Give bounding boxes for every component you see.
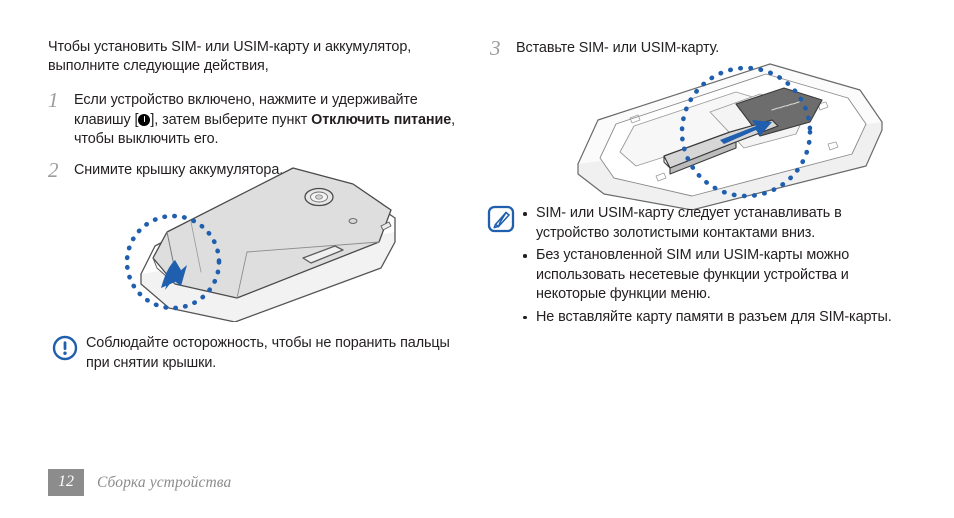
step1-bold-menu-item: Отключить питание: [311, 111, 452, 128]
caution-exclamation-icon: [52, 334, 86, 366]
step-item-2: 2 Снимите крышку аккумулятора.: [48, 157, 468, 182]
phone-back-cover-removal-illustration: [95, 162, 425, 327]
step-number: 2: [48, 157, 59, 182]
step-number: 3: [490, 36, 501, 60]
footer-section-title: Сборка устройства: [97, 473, 232, 491]
intro-paragraph: Чтобы установить SIM- или USIM-карту и а…: [48, 39, 412, 74]
note-pen-icon: [487, 204, 521, 238]
right-column: 3 Вставьте SIM- или USIM-карту.: [490, 38, 910, 69]
caution-callout: Соблюдайте осторожность, чтобы не порани…: [52, 334, 477, 373]
step-number: 1: [48, 88, 59, 112]
list-item: Без установленной SIM или USIM-карты мож…: [521, 246, 917, 305]
step1-text-before-key: Если устройство включено, нажмите и удер…: [74, 92, 418, 128]
list-item: Не вставляйте карту памяти в разъем для …: [521, 308, 917, 328]
step-text: Вставьте SIM- или USIM-карту.: [516, 40, 720, 56]
note-callout: SIM- или USIM-карту следует устанавливат…: [487, 204, 917, 330]
left-column: Чтобы установить SIM- или USIM-карту и а…: [48, 38, 468, 190]
page-footer: 12 Сборка устройства: [48, 469, 231, 496]
step-text: Если устройство включено, нажмите и удер…: [74, 90, 468, 150]
step-text: Снимите крышку аккумулятора.: [74, 161, 284, 178]
step-item-3: 3 Вставьте SIM- или USIM-карту.: [490, 38, 910, 59]
page-number: 12: [48, 469, 84, 496]
sim-card-insertion-illustration: [560, 60, 900, 215]
note-bullet-list: SIM- или USIM-карту следует устанавливат…: [521, 204, 917, 327]
step1-text-after-key: ], затем выберите пункт: [150, 111, 312, 128]
note-text: SIM- или USIM-карту следует устанавливат…: [521, 204, 917, 330]
step-item-1: 1 Если устройство включено, нажмите и уд…: [48, 90, 468, 150]
caution-text: Соблюдайте осторожность, чтобы не порани…: [86, 335, 450, 371]
step1-text-end: , чтобы выключить его.: [74, 111, 456, 148]
list-item: SIM- или USIM-карту следует устанавливат…: [521, 204, 917, 243]
power-icon: [138, 113, 151, 126]
